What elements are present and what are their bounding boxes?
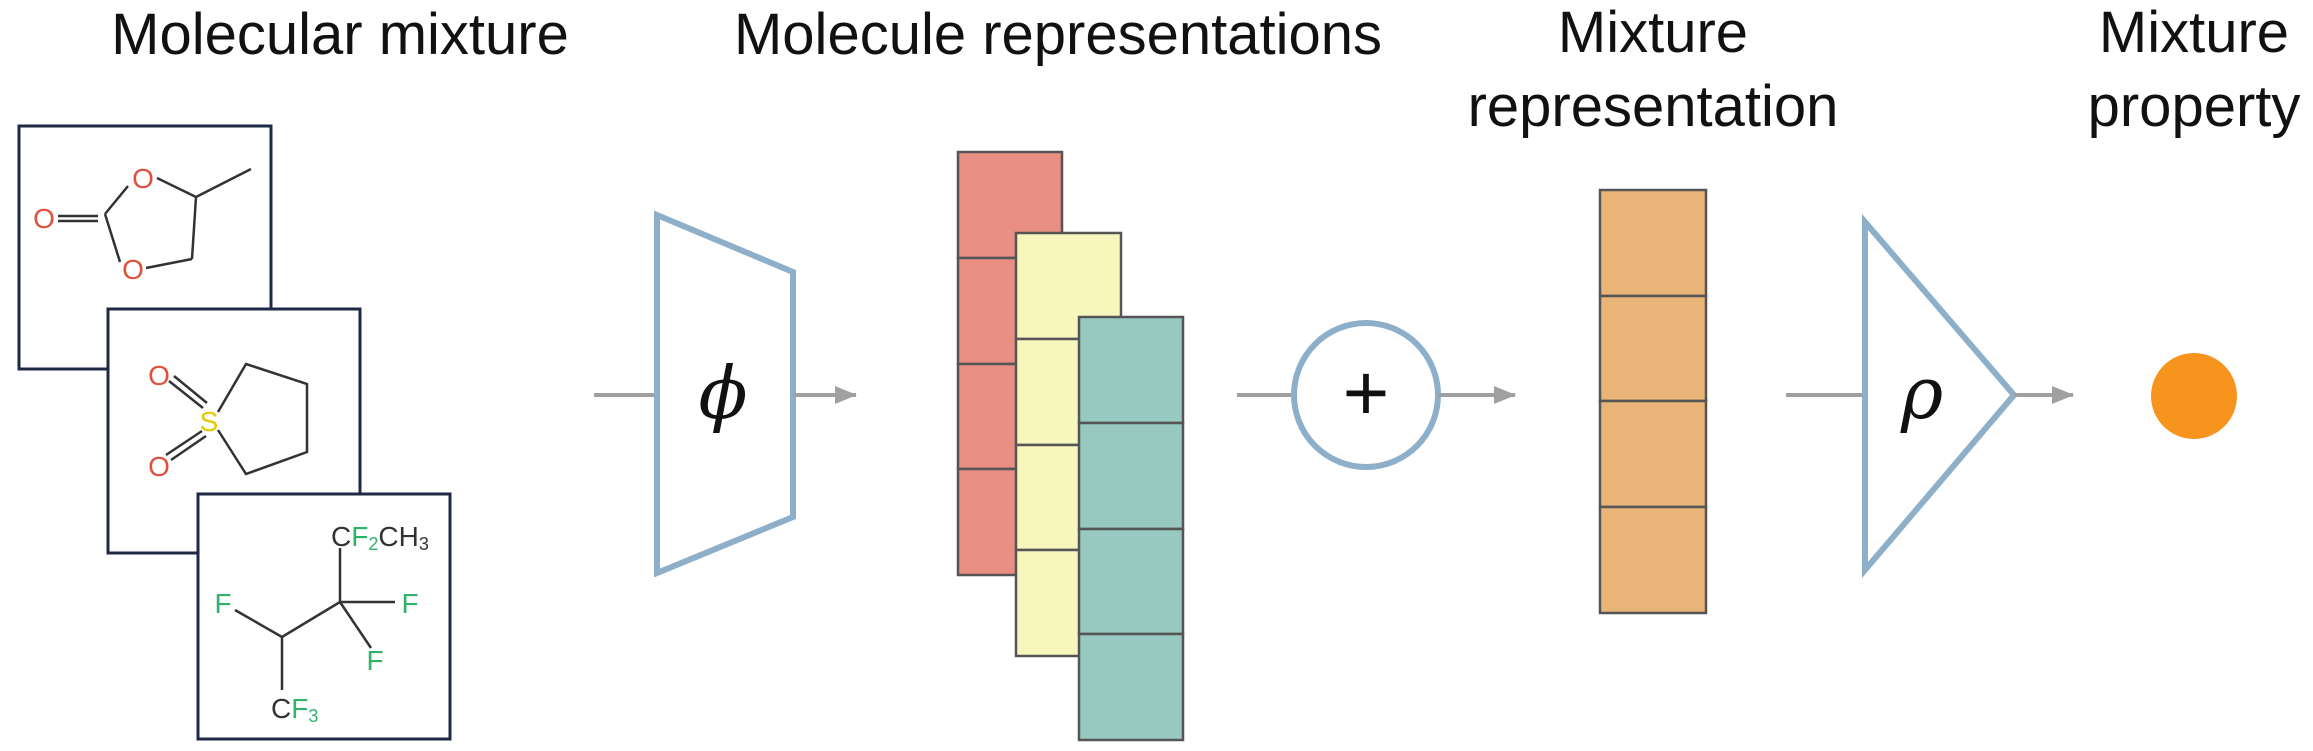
group-cf3: CF3 <box>271 693 318 726</box>
heading-mixture-representation-line2: representation <box>1468 74 1839 139</box>
mixture-property-dot <box>2151 353 2237 439</box>
card-frame <box>196 492 452 741</box>
molecule-card-fluoroalkane: CF2CH3 F F F CF3 <box>196 492 452 741</box>
vector-cell <box>1598 505 1708 615</box>
vector-cell <box>1077 421 1185 531</box>
atom-oxygen: O <box>132 163 154 194</box>
heading-mixture-property-line1: Mixture <box>2099 0 2289 65</box>
vector-cell <box>1014 231 1123 341</box>
atom-fluorine: F <box>214 588 231 619</box>
encoder-phi-symbol: ϕ <box>698 351 747 435</box>
atom-oxygen: O <box>148 451 170 482</box>
decoder-rho-symbol: ρ <box>1900 351 1943 435</box>
vector-cell <box>1598 399 1708 509</box>
vector-cell <box>1077 632 1185 742</box>
heading-mixture-representation-line1: Mixture <box>1558 0 1748 65</box>
atom-fluorine: F <box>366 645 383 676</box>
vector-cell <box>1598 294 1708 403</box>
heading-mixture-property-line2: property <box>2088 74 2301 139</box>
aggregation-plus-symbol: + <box>1343 348 1390 437</box>
mixture-vector-orange <box>1598 188 1708 615</box>
carbonate-bonds <box>58 167 252 270</box>
sulfolane-bonds <box>165 362 309 476</box>
atom-oxygen: O <box>122 254 144 285</box>
vector-cell <box>1077 527 1185 636</box>
atom-sulfur: S <box>200 406 219 437</box>
atom-fluorine: F <box>401 588 418 619</box>
vector-cell <box>1598 188 1708 298</box>
heading-molecule-representations: Molecule representations <box>734 2 1382 67</box>
fluoroalkane-bonds <box>234 548 395 690</box>
atom-oxygen: O <box>33 203 55 234</box>
vector-cell <box>1077 315 1185 425</box>
group-cf2ch3: CF2CH3 <box>331 521 429 554</box>
encoder-phi-trapezoid <box>654 210 796 578</box>
decoder-rho-triangle <box>1862 213 2018 579</box>
atom-oxygen: O <box>148 360 170 391</box>
heading-molecular-mixture: Molecular mixture <box>111 2 569 67</box>
molecule-vector-teal <box>1077 315 1185 742</box>
